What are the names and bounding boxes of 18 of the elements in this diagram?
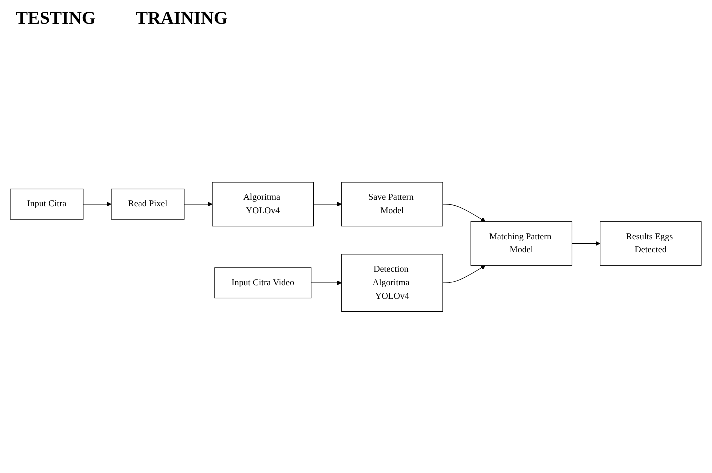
node-box	[342, 182, 444, 226]
arrow	[442, 265, 486, 284]
node-box	[10, 188, 84, 220]
arrow	[313, 202, 342, 207]
flowchart: Input Citra Read Pixel Algoritma YOLOv4 Save Pattern Model Input Citra Video Detection Algoritma YOLOv4 Matching Pattern Model Results Eggs Detected	[6, 178, 706, 316]
arrow	[442, 204, 486, 222]
section-heading: TRAINING	[136, 8, 228, 29]
node-box	[470, 221, 573, 266]
node-box	[600, 221, 702, 266]
node-box	[214, 268, 312, 298]
node-box	[111, 188, 185, 220]
node-box	[342, 254, 444, 312]
section-heading: TESTING	[16, 8, 96, 29]
node-box	[212, 182, 314, 226]
arrow	[572, 241, 601, 246]
arrow	[311, 280, 342, 286]
arrow	[184, 202, 213, 207]
arrow	[83, 202, 112, 207]
